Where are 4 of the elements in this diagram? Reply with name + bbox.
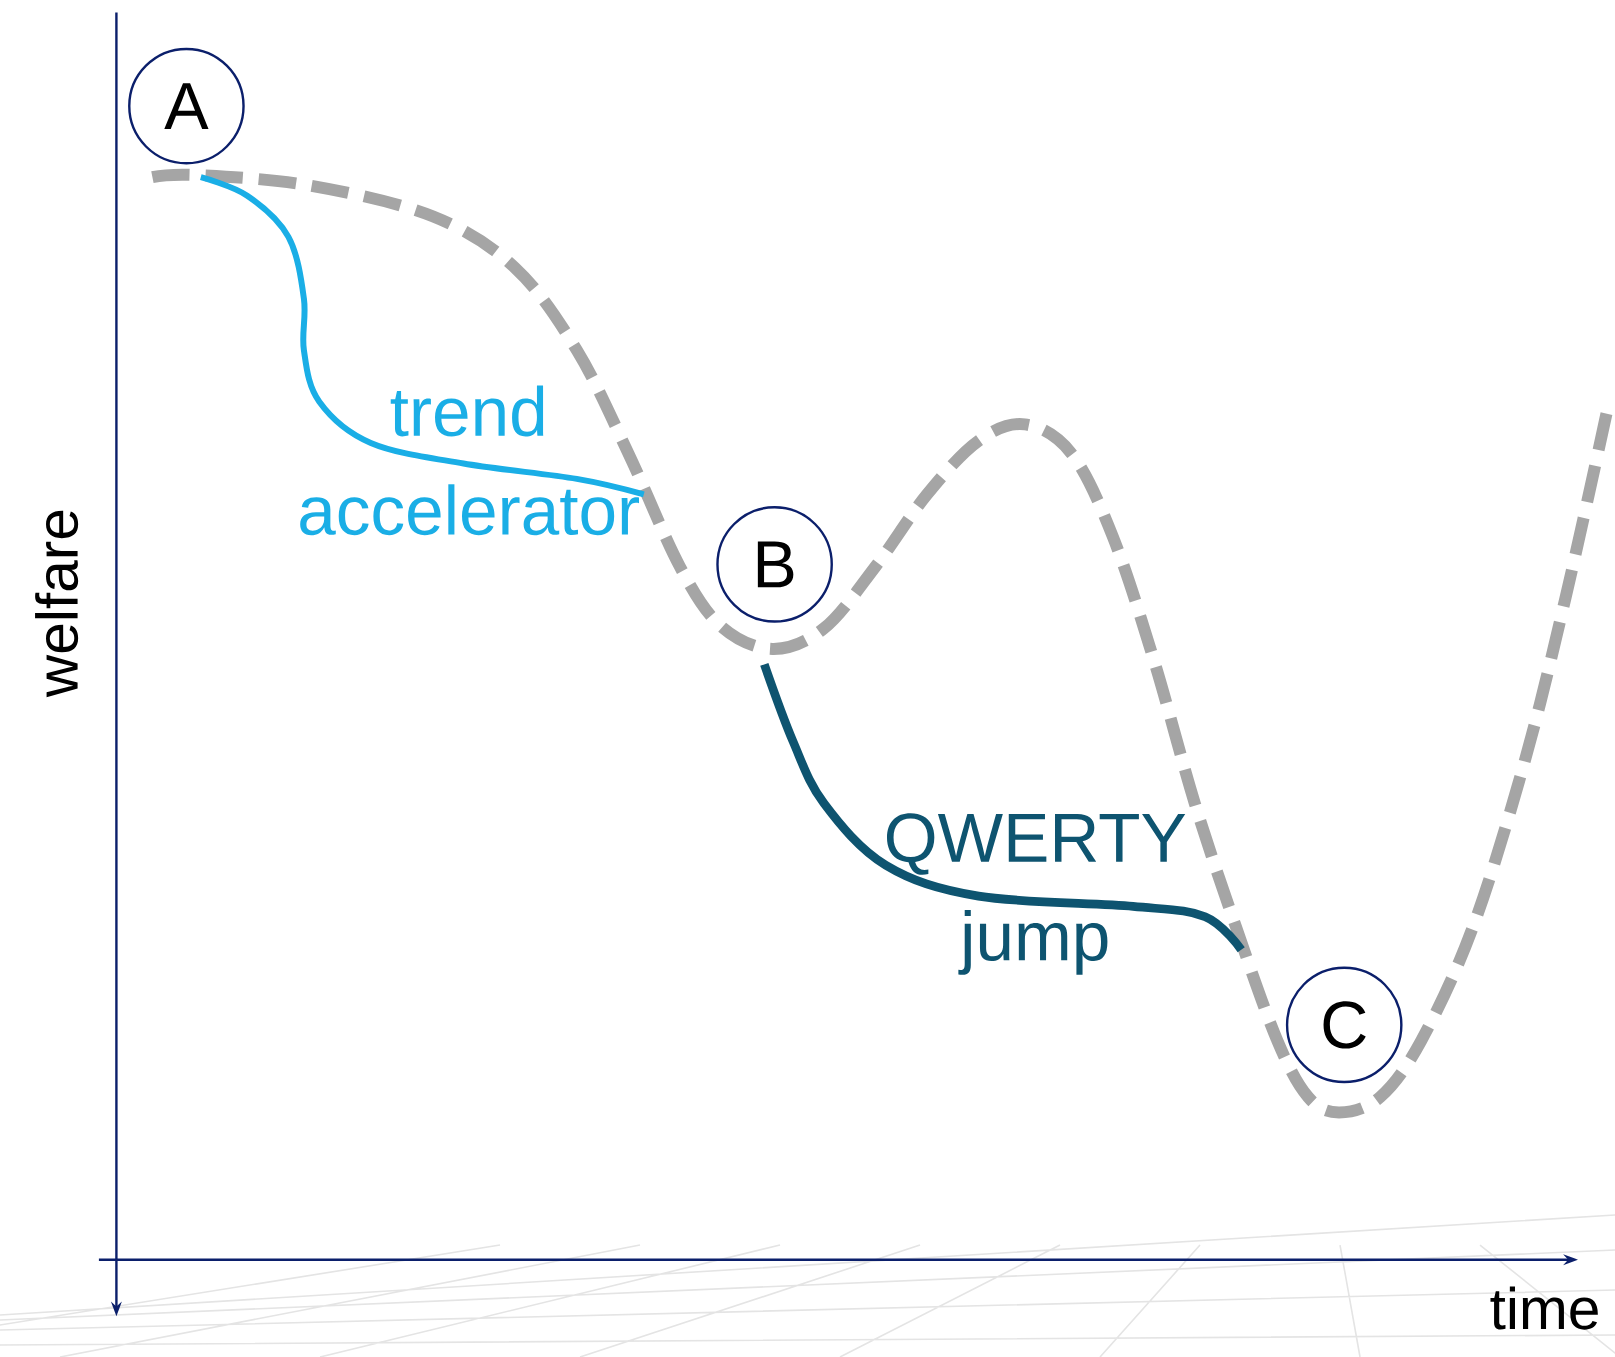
- axis-label: time: [1490, 1286, 1598, 1330]
- axis-label: welfare: [35, 510, 79, 698]
- curve-label: QWERTY jump: [887, 813, 1186, 975]
- curve-label: trend accelerator: [300, 385, 639, 536]
